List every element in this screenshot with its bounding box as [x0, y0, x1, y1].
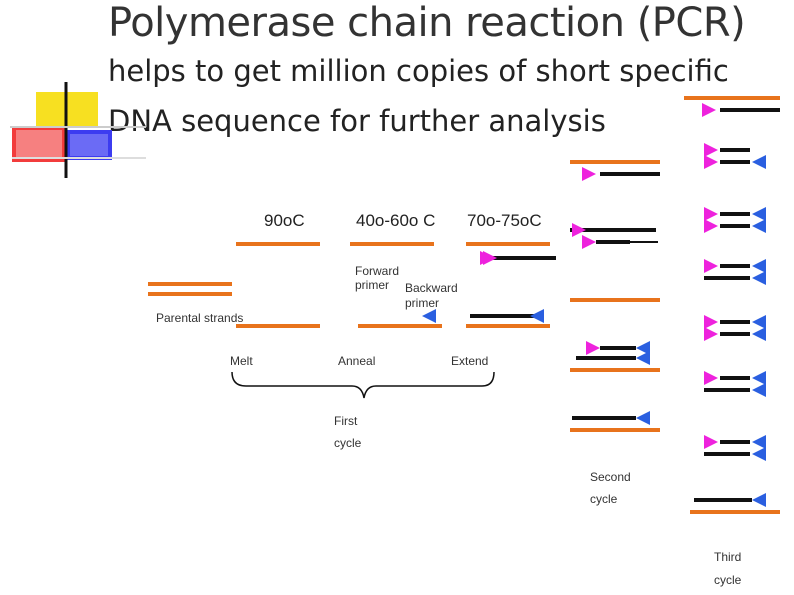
parental-strands: [148, 282, 232, 296]
parental-strands-label: Parental strands: [156, 311, 243, 325]
forward-primer-label-1: Forward: [355, 264, 399, 278]
second-cycle-products: [570, 160, 660, 432]
temperature-anneal: 40o-60o C: [356, 211, 435, 230]
anneal-strands: [350, 242, 494, 328]
slide-logo-decoration: [10, 82, 146, 178]
step-melt-label: Melt: [230, 354, 253, 368]
second-cycle-label-1: Second: [590, 470, 631, 484]
forward-primer-label-2: primer: [355, 278, 389, 292]
backward-primer-arrow: [422, 309, 436, 323]
temperature-extend: 70o-75oC: [467, 211, 542, 230]
slide-title: Polymerase chain reaction (PCR): [108, 0, 746, 46]
first-cycle-label-1: First: [334, 414, 358, 428]
third-cycle-label-1: Third: [714, 550, 741, 564]
third-cycle-products: [684, 96, 780, 514]
step-anneal-label: Anneal: [338, 354, 375, 368]
subtitle-line-1: helps to get million copies of short spe…: [108, 54, 729, 88]
second-cycle-label-2: cycle: [590, 492, 618, 506]
third-cycle-label-2: cycle: [714, 573, 742, 587]
temperature-melt: 90oC: [264, 211, 305, 230]
first-cycle-label-2: cycle: [334, 436, 362, 450]
melt-strands: [236, 242, 320, 328]
backward-primer-label-1: Backward: [405, 281, 458, 295]
extend-strands: [466, 242, 556, 328]
first-cycle-brace: [231, 371, 495, 399]
step-extend-label: Extend: [451, 354, 488, 368]
subtitle-line-2: DNA sequence for further analysis: [108, 104, 606, 138]
backward-primer-label-2: primer: [405, 296, 439, 310]
